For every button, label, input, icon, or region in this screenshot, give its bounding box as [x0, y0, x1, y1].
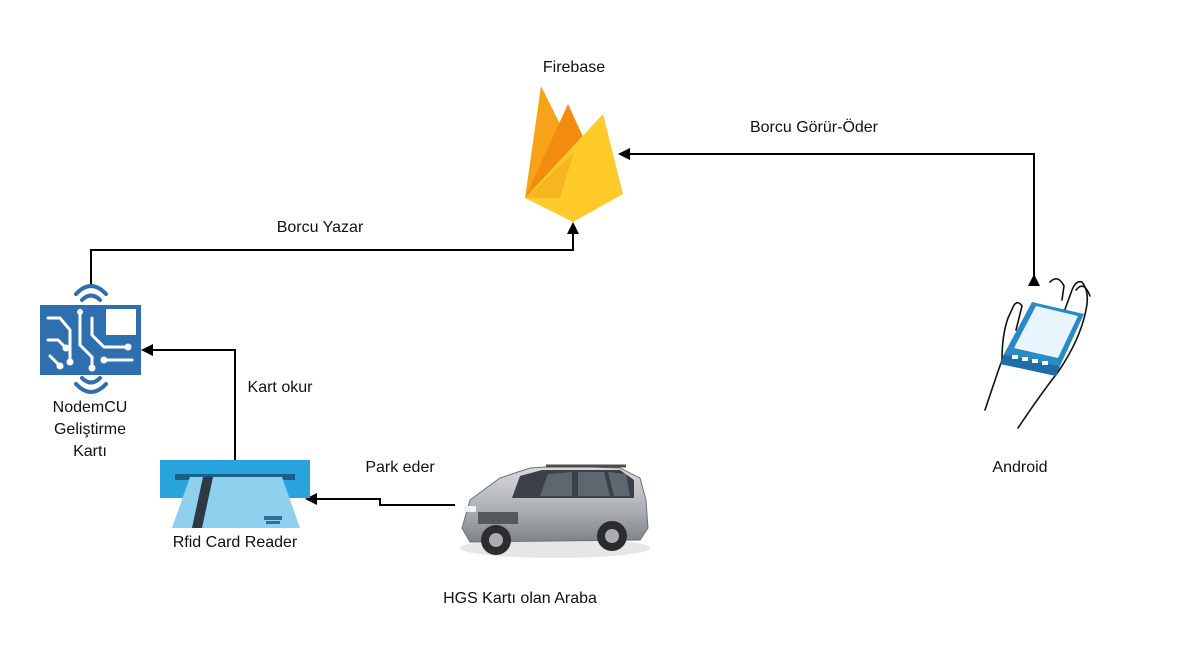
nodemcu-label-line-2: Geliştirme: [53, 421, 126, 438]
edge-rfid-to-nodemcu: [141, 344, 236, 460]
card-reader-icon: [160, 460, 310, 528]
edge-android-firebase: [618, 148, 1040, 286]
suv-car-icon: [460, 464, 650, 558]
android-label: Android: [992, 459, 1048, 476]
nodemcu-label: NodemCU Geliştirme Kartı: [30, 397, 150, 463]
edge-label-borcu-yazar: Borcu Yazar: [276, 219, 364, 236]
edge-nodemcu-to-firebase: [90, 222, 579, 284]
firebase-flame-icon: [525, 86, 623, 222]
firebase-label: Firebase: [542, 59, 606, 76]
circuit-board-icon: [40, 284, 141, 394]
phone-in-hand-icon: [984, 278, 1091, 429]
edge-car-to-rfid: [305, 493, 455, 506]
rfid-reader-label: Rfid Card Reader: [172, 534, 298, 551]
nodemcu-label-line-3: Kartı: [73, 443, 107, 460]
edge-label-park-eder: Park eder: [365, 459, 435, 476]
edge-label-kart-okur: Kart okur: [247, 379, 313, 396]
edge-label-borcu-gorur-oder: Borcu Görür-Öder: [749, 119, 879, 136]
nodemcu-label-line-1: NodemCU: [52, 399, 128, 416]
car-label: HGS Kartı olan Araba: [443, 590, 597, 607]
